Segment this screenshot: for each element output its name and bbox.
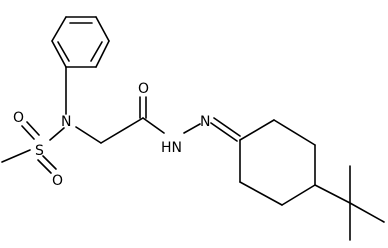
bond — [142, 117, 165, 134]
bond — [95, 16, 110, 42]
bond — [1, 149, 31, 163]
atom-label: S — [35, 143, 44, 159]
bond — [75, 126, 102, 144]
bond — [95, 40, 110, 68]
atom-label: N — [61, 114, 71, 130]
bond — [239, 181, 283, 206]
double-bond — [37, 159, 52, 174]
bond — [281, 184, 316, 206]
bond — [51, 40, 67, 68]
bond — [349, 202, 385, 223]
bond — [100, 117, 144, 144]
bond — [273, 119, 316, 146]
double-bond — [210, 122, 238, 142]
bond — [49, 127, 65, 141]
bond — [239, 119, 275, 141]
atom-label-o-carbonyl: O — [138, 81, 149, 97]
atom-label-n-hydrazone: N — [200, 114, 210, 130]
atom-label-s: S — [35, 143, 44, 159]
tert-butyl-group — [314, 165, 385, 241]
double-bond — [26, 121, 40, 136]
atom-label-o-sulfonyl-lower: O — [52, 173, 63, 189]
double-bond — [42, 155, 57, 170]
phenyl-ring — [51, 16, 110, 68]
bond — [51, 16, 67, 42]
atom-label-o-sulfonyl-upper: O — [13, 110, 24, 126]
aromatic-double-bond — [57, 41, 70, 62]
atom-label: N — [200, 114, 210, 130]
double-bond — [21, 125, 35, 140]
double-bond — [213, 117, 241, 137]
atom-label-n-amine: N — [61, 114, 71, 130]
cyclohexane-ring — [239, 119, 316, 206]
atom-label-nh: HN — [161, 140, 182, 156]
atom-label: HN — [161, 140, 182, 156]
atom-label: O — [52, 173, 63, 189]
aromatic-double-bond — [90, 41, 103, 62]
atom-label: O — [138, 81, 149, 97]
bond — [314, 184, 351, 204]
bond — [183, 123, 201, 134]
atom-label: O — [13, 110, 24, 126]
